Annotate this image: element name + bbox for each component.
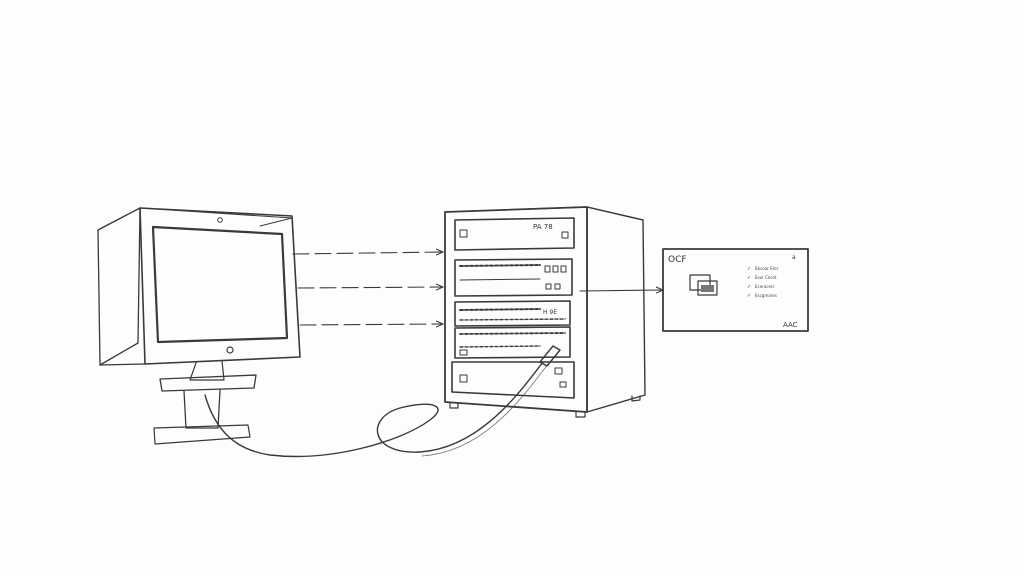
- rack-unit: [454, 326, 571, 359]
- connector-arrow: [579, 290, 663, 291]
- rack-unit-label: PA 78: [533, 223, 553, 231]
- connection-lines: [292, 252, 663, 325]
- panel-title: OCF: [668, 255, 687, 265]
- checklist-check: ✓: [747, 275, 751, 281]
- rack-unit: H 9E: [454, 300, 571, 327]
- monitor-screen: [151, 225, 289, 344]
- checklist-item: Eceracerc: [755, 284, 775, 289]
- connector-arrow: [297, 287, 443, 288]
- window-stack-icon: [689, 274, 718, 296]
- rack-unit: [451, 361, 575, 399]
- connector-arrow: [292, 252, 443, 254]
- checklist-check: ✓: [747, 293, 751, 299]
- checklist: ✓ Ebcoar Eror ✓ Esor Cecet ✓ Eceracerc ✓…: [747, 266, 779, 299]
- checklist-item: Esor Cecet: [755, 275, 777, 280]
- cable-plug: [539, 345, 561, 367]
- status-panel: OCF a ✓ Ebcoar Eror ✓ Esor Cecet ✓ Ecera…: [662, 248, 809, 332]
- checklist-check: ✓: [747, 266, 751, 272]
- computer-monitor: [97, 207, 301, 445]
- server-rack: PA 78 H 9E: [444, 206, 646, 418]
- rack-unit: PA 78: [454, 217, 575, 251]
- checklist-item: Escgmares: [755, 293, 777, 298]
- rack-unit-label: H 9E: [543, 309, 557, 316]
- checklist-check: ✓: [747, 284, 751, 290]
- checklist-item: Ebcoar Eror: [755, 266, 779, 271]
- panel-footer: AAC: [783, 321, 798, 329]
- connector-arrow: [299, 324, 443, 325]
- network-cable: [204, 361, 544, 458]
- rack-unit: [454, 258, 573, 297]
- panel-corner-mark: a: [792, 254, 796, 261]
